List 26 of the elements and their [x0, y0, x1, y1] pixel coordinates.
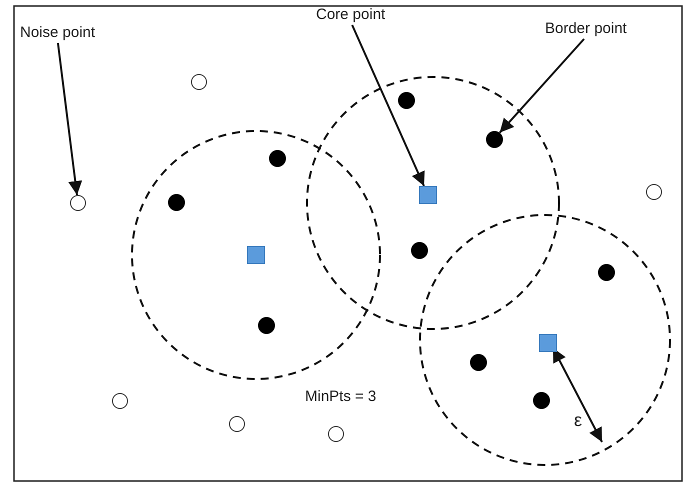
callout-label: Noise point	[20, 24, 96, 41]
callout-label: Core point	[316, 6, 386, 23]
filled-dot-point	[268, 150, 286, 166]
open-circle-point	[646, 184, 662, 200]
filled-dot-point	[398, 92, 414, 108]
open-circle-point	[191, 74, 207, 90]
filled-dot-point	[470, 354, 486, 370]
filled-dot-point	[598, 264, 614, 280]
filled-dot-point	[532, 392, 550, 408]
square-point	[539, 334, 557, 352]
leader-line	[498, 38, 585, 134]
open-circle-point	[70, 195, 86, 211]
square-point	[419, 186, 437, 204]
filled-dot-point	[168, 194, 184, 210]
open-circle-point	[112, 393, 128, 409]
open-circle-point	[229, 416, 245, 432]
parameter-label: MinPts = 3	[305, 388, 376, 405]
filled-dot-point	[410, 242, 428, 258]
filled-dot-point	[486, 130, 502, 148]
filled-dot-point	[258, 316, 274, 334]
callout-label: Border point	[545, 20, 627, 37]
leader-line	[351, 24, 425, 186]
epsilon-label: ε	[574, 410, 582, 431]
leader-line	[56, 42, 82, 196]
square-point	[247, 246, 265, 264]
open-circle-point	[328, 426, 344, 442]
